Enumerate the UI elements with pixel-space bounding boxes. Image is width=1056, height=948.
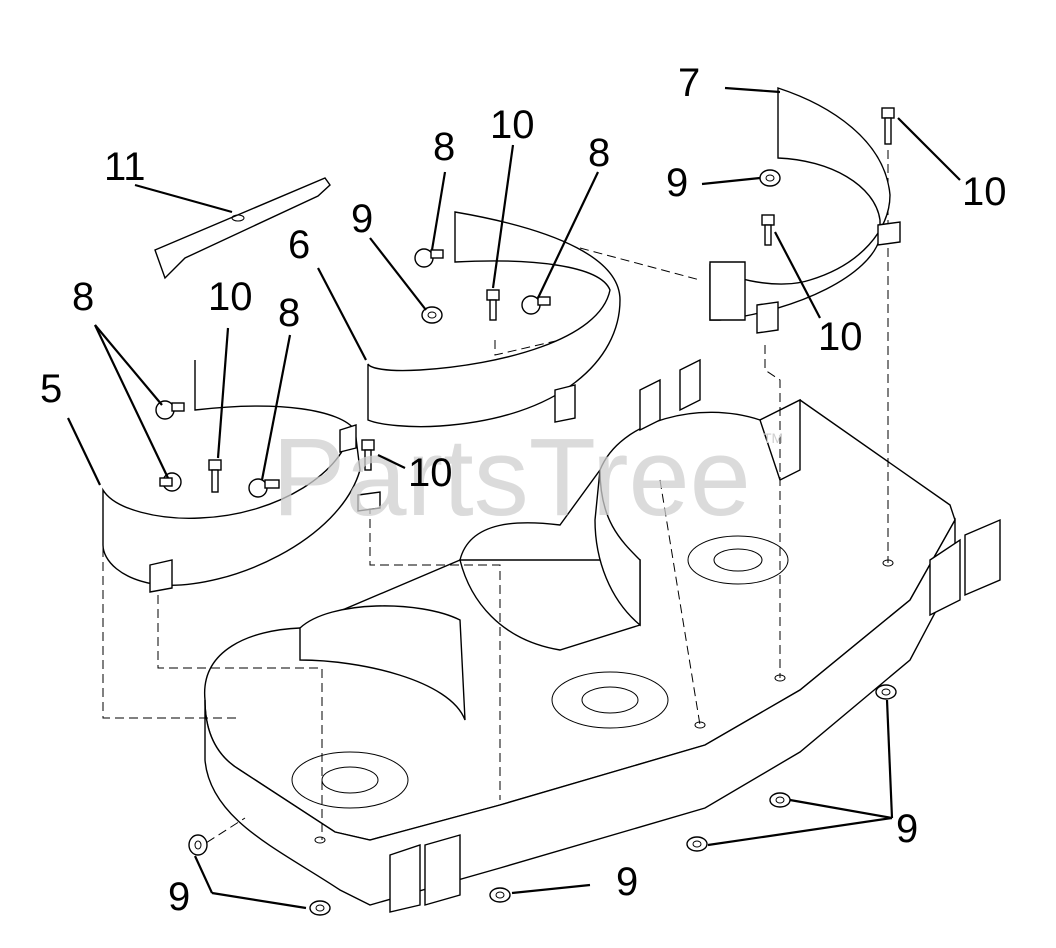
callout-10-left: 10 (208, 275, 253, 319)
callout-9-bottom-center: 9 (616, 860, 638, 904)
flange-nuts-part-9 (188, 169, 897, 916)
baffle-part-7 (709, 87, 901, 334)
flange-nut-icon (188, 834, 208, 856)
callout-8-middle-right: 8 (588, 131, 610, 175)
flange-nut-icon (875, 684, 897, 700)
callout-6: 6 (288, 223, 310, 267)
carriage-bolt-icon (248, 478, 280, 498)
hex-bolt-icon (208, 459, 222, 493)
flange-nut-icon (759, 169, 781, 187)
flange-nut-icon (309, 900, 331, 916)
carriage-bolts-part-8 (155, 248, 551, 498)
callout-7: 7 (678, 61, 700, 105)
flange-nut-icon (421, 306, 443, 324)
baffle-part-5 (102, 360, 361, 593)
assembly-center-lines (102, 150, 889, 851)
callout-10-right: 10 (818, 315, 863, 359)
blade-part-11 (154, 177, 331, 280)
callout-9-right: 9 (666, 161, 688, 205)
hex-bolts-part-10 (208, 107, 895, 493)
watermark-text: PartsTree (272, 416, 751, 539)
hex-bolt-icon (881, 107, 895, 145)
hex-bolt-icon (486, 289, 500, 321)
callout-8-middle: 8 (433, 125, 455, 169)
baffle-part-6 (357, 211, 621, 512)
callout-10-right-top: 10 (962, 170, 1007, 214)
hex-bolt-icon (361, 439, 375, 471)
callout-9-bottom-right: 9 (896, 807, 918, 851)
callout-10-middle: 10 (490, 103, 535, 147)
callout-labels: 5 6 7 8 8 8 8 9 9 9 9 9 10 10 10 10 10 1… (40, 61, 1007, 919)
hex-bolt-icon (761, 214, 775, 246)
carriage-bolt-icon (521, 295, 551, 315)
flange-nut-icon (686, 836, 708, 852)
watermark-trademark: TM (763, 430, 783, 446)
callout-9-bottom-left: 9 (168, 875, 190, 919)
callout-8-left-inner: 8 (278, 291, 300, 335)
callout-5: 5 (40, 367, 62, 411)
carriage-bolt-icon (414, 248, 444, 268)
flange-nut-icon (489, 887, 511, 903)
flange-nut-icon (769, 792, 791, 808)
carriage-bolt-icon (155, 400, 185, 420)
callout-8-left: 8 (72, 275, 94, 319)
callout-10-center: 10 (408, 451, 453, 495)
leader-lines (67, 86, 961, 910)
callout-9-middle: 9 (351, 197, 373, 241)
callout-11: 11 (104, 145, 146, 189)
carriage-bolt-icon (159, 472, 182, 492)
